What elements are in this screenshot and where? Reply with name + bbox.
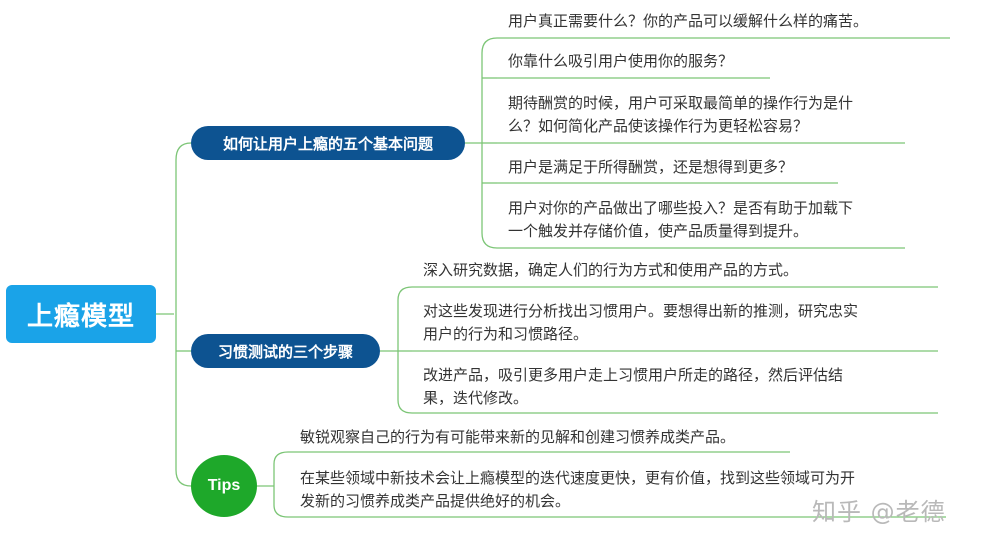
leaf-item: 你靠什么吸引用户使用你的服务？ [508, 50, 733, 73]
leaf-line: 对这些发现进行分析找出习惯用户。要想得出新的推测，研究忠实 [423, 302, 859, 320]
leaf-line: 改进产品，吸引更多用户走上习惯用户所走的路径，然后评估结 [423, 366, 844, 384]
leaf-line: 用户的行为和习惯路径。 [423, 325, 589, 343]
watermark: 知乎 @老德 [812, 498, 946, 526]
branch-habit-test-steps: 习惯测试的三个步骤 [191, 334, 380, 368]
leaf-line: 果，迭代修改。 [423, 389, 529, 407]
leaf-line: 用户是满足于所得酬赏，还是想得到更多？ [508, 158, 794, 176]
branch-tips: Tips [191, 455, 257, 517]
leaf-line: 在某些领域中新技术会让上瘾模型的迭代速度更快，更有价值，找到这些领域可为开 [300, 469, 856, 487]
leaf-line: 一个触发并存储价值，使产品质量得到提升。 [508, 222, 809, 240]
branch-label: 习惯测试的三个步骤 [217, 342, 353, 361]
branch-label: Tips [207, 477, 241, 494]
leaf-line: 用户真正需要什么？你的产品可以缓解什么样的痛苦。 [508, 12, 869, 30]
leaf-line: 用户对你的产品做出了哪些投入？是否有助于加载下 [508, 199, 854, 217]
leaf-item: 敏锐观察自己的行为有可能带来新的见解和创建习惯养成类产品。 [300, 426, 735, 449]
leaf-line: 么？如何简化产品使该操作行为更轻松容易？ [508, 117, 809, 135]
leaf-item: 期待酬赏的时候，用户可采取最简单的操作行为是什 么？如何简化产品使该操作行为更轻… [508, 92, 853, 138]
leaf-item: 用户真正需要什么？你的产品可以缓解什么样的痛苦。 [508, 10, 868, 33]
branch-label: 如何让用户上瘾的五个基本问题 [222, 134, 433, 153]
root-node: 上瘾模型 [6, 285, 156, 343]
leaf-item: 用户对你的产品做出了哪些投入？是否有助于加载下 一个触发并存储价值，使产品质量得… [508, 197, 853, 243]
leaf-line: 深入研究数据，确定人们的行为方式和使用产品的方式。 [423, 261, 799, 279]
leaf-item: 在某些领域中新技术会让上瘾模型的迭代速度更快，更有价值，找到这些领域可为开 发新… [300, 467, 855, 513]
branch-five-questions: 如何让用户上瘾的五个基本问题 [191, 126, 465, 160]
leaf-item: 对这些发现进行分析找出习惯用户。要想得出新的推测，研究忠实 用户的行为和习惯路径… [423, 300, 858, 346]
root-label: 上瘾模型 [26, 301, 135, 332]
leaf-line: 敏锐观察自己的行为有可能带来新的见解和创建习惯养成类产品。 [300, 428, 736, 446]
leaf-line: 你靠什么吸引用户使用你的服务？ [508, 52, 734, 70]
leaf-line: 发新的习惯养成类产品提供绝好的机会。 [300, 492, 571, 510]
leaf-item: 改进产品，吸引更多用户走上习惯用户所走的路径，然后评估结 果，迭代修改。 [423, 364, 843, 410]
leaf-line: 期待酬赏的时候，用户可采取最简单的操作行为是什 [508, 94, 854, 112]
leaf-item: 深入研究数据，确定人们的行为方式和使用产品的方式。 [423, 259, 798, 282]
leaf-item: 用户是满足于所得酬赏，还是想得到更多？ [508, 156, 793, 179]
